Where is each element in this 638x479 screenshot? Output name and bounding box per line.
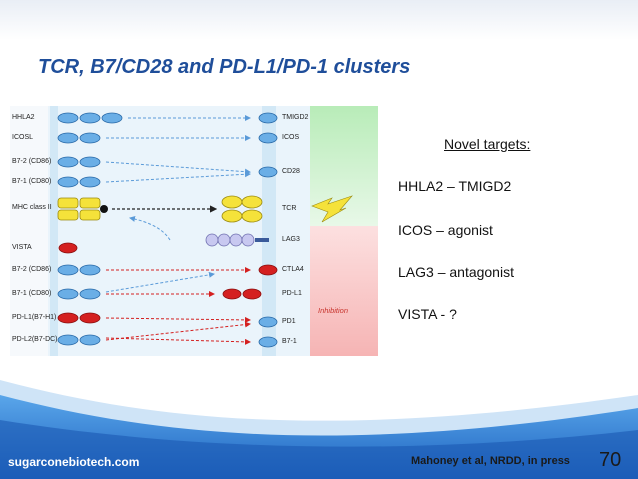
left-label-b7-2-a: B7-2 (CD86) — [12, 158, 52, 165]
left-label-vista: VISTA — [12, 244, 32, 251]
left-label-hhla2: HHLA2 — [12, 114, 35, 121]
footer-website: sugarconebiotech.com — [8, 455, 140, 469]
right-label-ctla4: CTLA4 — [282, 266, 304, 273]
row-mhc-tcr — [57, 195, 353, 223]
left-label-mhc-class-ii: MHC class II — [12, 204, 52, 211]
slide-title: TCR, B7/CD28 and PD-L1/PD-1 clusters — [38, 56, 411, 78]
novel-targets-heading: Novel targets: — [444, 136, 531, 152]
left-label-icosl: ICOSL — [12, 134, 34, 141]
inhibition-label: Inhibition — [318, 306, 349, 315]
left-label-b7-1-a: B7-1 (CD80) — [12, 178, 52, 185]
right-label-pd1: PD1 — [282, 318, 296, 325]
left-label-pd-l1: PD-L1(B7-H1) — [12, 314, 57, 321]
row-pdl1-pd1 — [57, 312, 278, 328]
right-label-icos: ICOS — [282, 134, 300, 141]
right-label-cd28: CD28 — [282, 168, 300, 175]
row-ctla4 — [57, 264, 278, 276]
cell-membrane-left — [50, 106, 58, 356]
left-label-b7-2-b: B7-2 (CD86) — [12, 266, 52, 273]
left-label-b7-1-b: B7-1 (CD80) — [12, 290, 52, 297]
row-icosl — [57, 132, 278, 144]
right-label-lag3: LAG3 — [282, 236, 300, 243]
target-item-icos: ICOS – agonist — [398, 222, 493, 238]
signal-lightning-icon — [311, 195, 353, 223]
target-item-lag3: LAG3 – antagonist — [398, 264, 514, 280]
left-label-pd-l2: PD-L2(B7-DC) — [12, 336, 58, 343]
target-item-hhla2: HHLA2 – TMIGD2 — [398, 178, 512, 194]
right-label-tcr: TCR — [282, 205, 297, 212]
row-cd86-cd80-cd28 — [57, 156, 278, 188]
row-hhla2 — [57, 112, 278, 124]
right-label-pd-l1: PD-L1 — [282, 290, 302, 297]
target-item-vista: VISTA - ? — [398, 306, 457, 322]
citation: Mahoney et al, NRDD, in press — [411, 455, 570, 467]
inhibition-zone — [310, 226, 378, 356]
row-pdl2-b71 — [57, 321, 278, 348]
right-label-tmigd2: TMIGD2 — [282, 114, 309, 121]
receptor-ligand-diagram: HHLA2 ICOSL B7-2 (CD86) B7-1 (CD80) MHC … — [10, 106, 378, 356]
right-label-b7-1: B7-1 — [282, 338, 297, 345]
page-number: 70 — [599, 449, 622, 471]
diagram-svg — [10, 106, 378, 356]
row-cd80-pdl1 — [57, 271, 262, 300]
row-vista-lag3 — [58, 216, 269, 254]
